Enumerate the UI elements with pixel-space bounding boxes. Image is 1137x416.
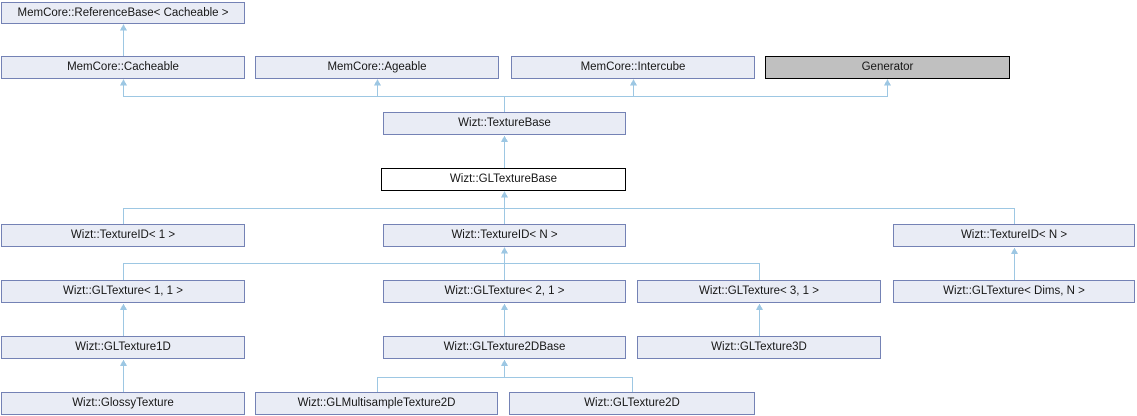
edge-gltextures-to-textureid-n-bus xyxy=(123,247,760,280)
node-gltexture3d[interactable]: Wizt::GLTexture3D xyxy=(637,336,881,359)
edge-gltexturebase-to-texturebase xyxy=(501,135,508,168)
node-glossytexture[interactable]: Wizt::GlossyTexture xyxy=(1,392,245,415)
node-gltexture-2-1[interactable]: Wizt::GLTexture< 2, 1 > xyxy=(383,280,626,303)
node-glmultisampletexture2d[interactable]: Wizt::GLMultisampleTexture2D xyxy=(255,392,498,415)
node-cacheable[interactable]: MemCore::Cacheable xyxy=(1,56,245,79)
node-intercube[interactable]: MemCore::Intercube xyxy=(511,56,755,79)
node-texturebase[interactable]: Wizt::TextureBase xyxy=(383,112,626,135)
edge-glossytexture-to-gltexture1d xyxy=(120,359,127,392)
edge-cacheable-to-referencebase xyxy=(120,24,127,56)
edge-gltexture2dbase-to-gltexture-2-1 xyxy=(501,303,508,336)
node-gltexture-3-1[interactable]: Wizt::GLTexture< 3, 1 > xyxy=(637,280,881,303)
node-gltexture2d[interactable]: Wizt::GLTexture2D xyxy=(509,392,755,415)
edge-gltexture1d-to-gltexture-1-1 xyxy=(120,303,127,336)
edge-gltexture3d-to-gltexture-3-1 xyxy=(756,303,763,336)
edge-texturebase-to-parents-bus xyxy=(120,79,891,112)
node-gltexture-dims-n[interactable]: Wizt::GLTexture< Dims, N > xyxy=(893,280,1135,303)
node-ageable[interactable]: MemCore::Ageable xyxy=(255,56,499,79)
node-generator: Generator xyxy=(765,56,1010,79)
node-textureid-1[interactable]: Wizt::TextureID< 1 > xyxy=(1,224,245,247)
edge-2d-children-to-gltexture2dbase-bus xyxy=(377,359,633,392)
node-gltexturebase: Wizt::GLTextureBase xyxy=(381,168,626,191)
node-referencebase[interactable]: MemCore::ReferenceBase< Cacheable > xyxy=(1,2,245,24)
node-gltexture-1-1[interactable]: Wizt::GLTexture< 1, 1 > xyxy=(1,280,245,303)
edge-gltexture-dims-n-to-textureid-n xyxy=(1011,247,1018,280)
node-gltexture1d[interactable]: Wizt::GLTexture1D xyxy=(1,336,245,359)
node-textureid-n-mid[interactable]: Wizt::TextureID< N > xyxy=(383,224,626,247)
node-gltexture2dbase[interactable]: Wizt::GLTexture2DBase xyxy=(383,336,626,359)
edge-textureids-to-gltexturebase-bus xyxy=(123,191,1015,224)
node-textureid-n-right[interactable]: Wizt::TextureID< N > xyxy=(893,224,1135,247)
